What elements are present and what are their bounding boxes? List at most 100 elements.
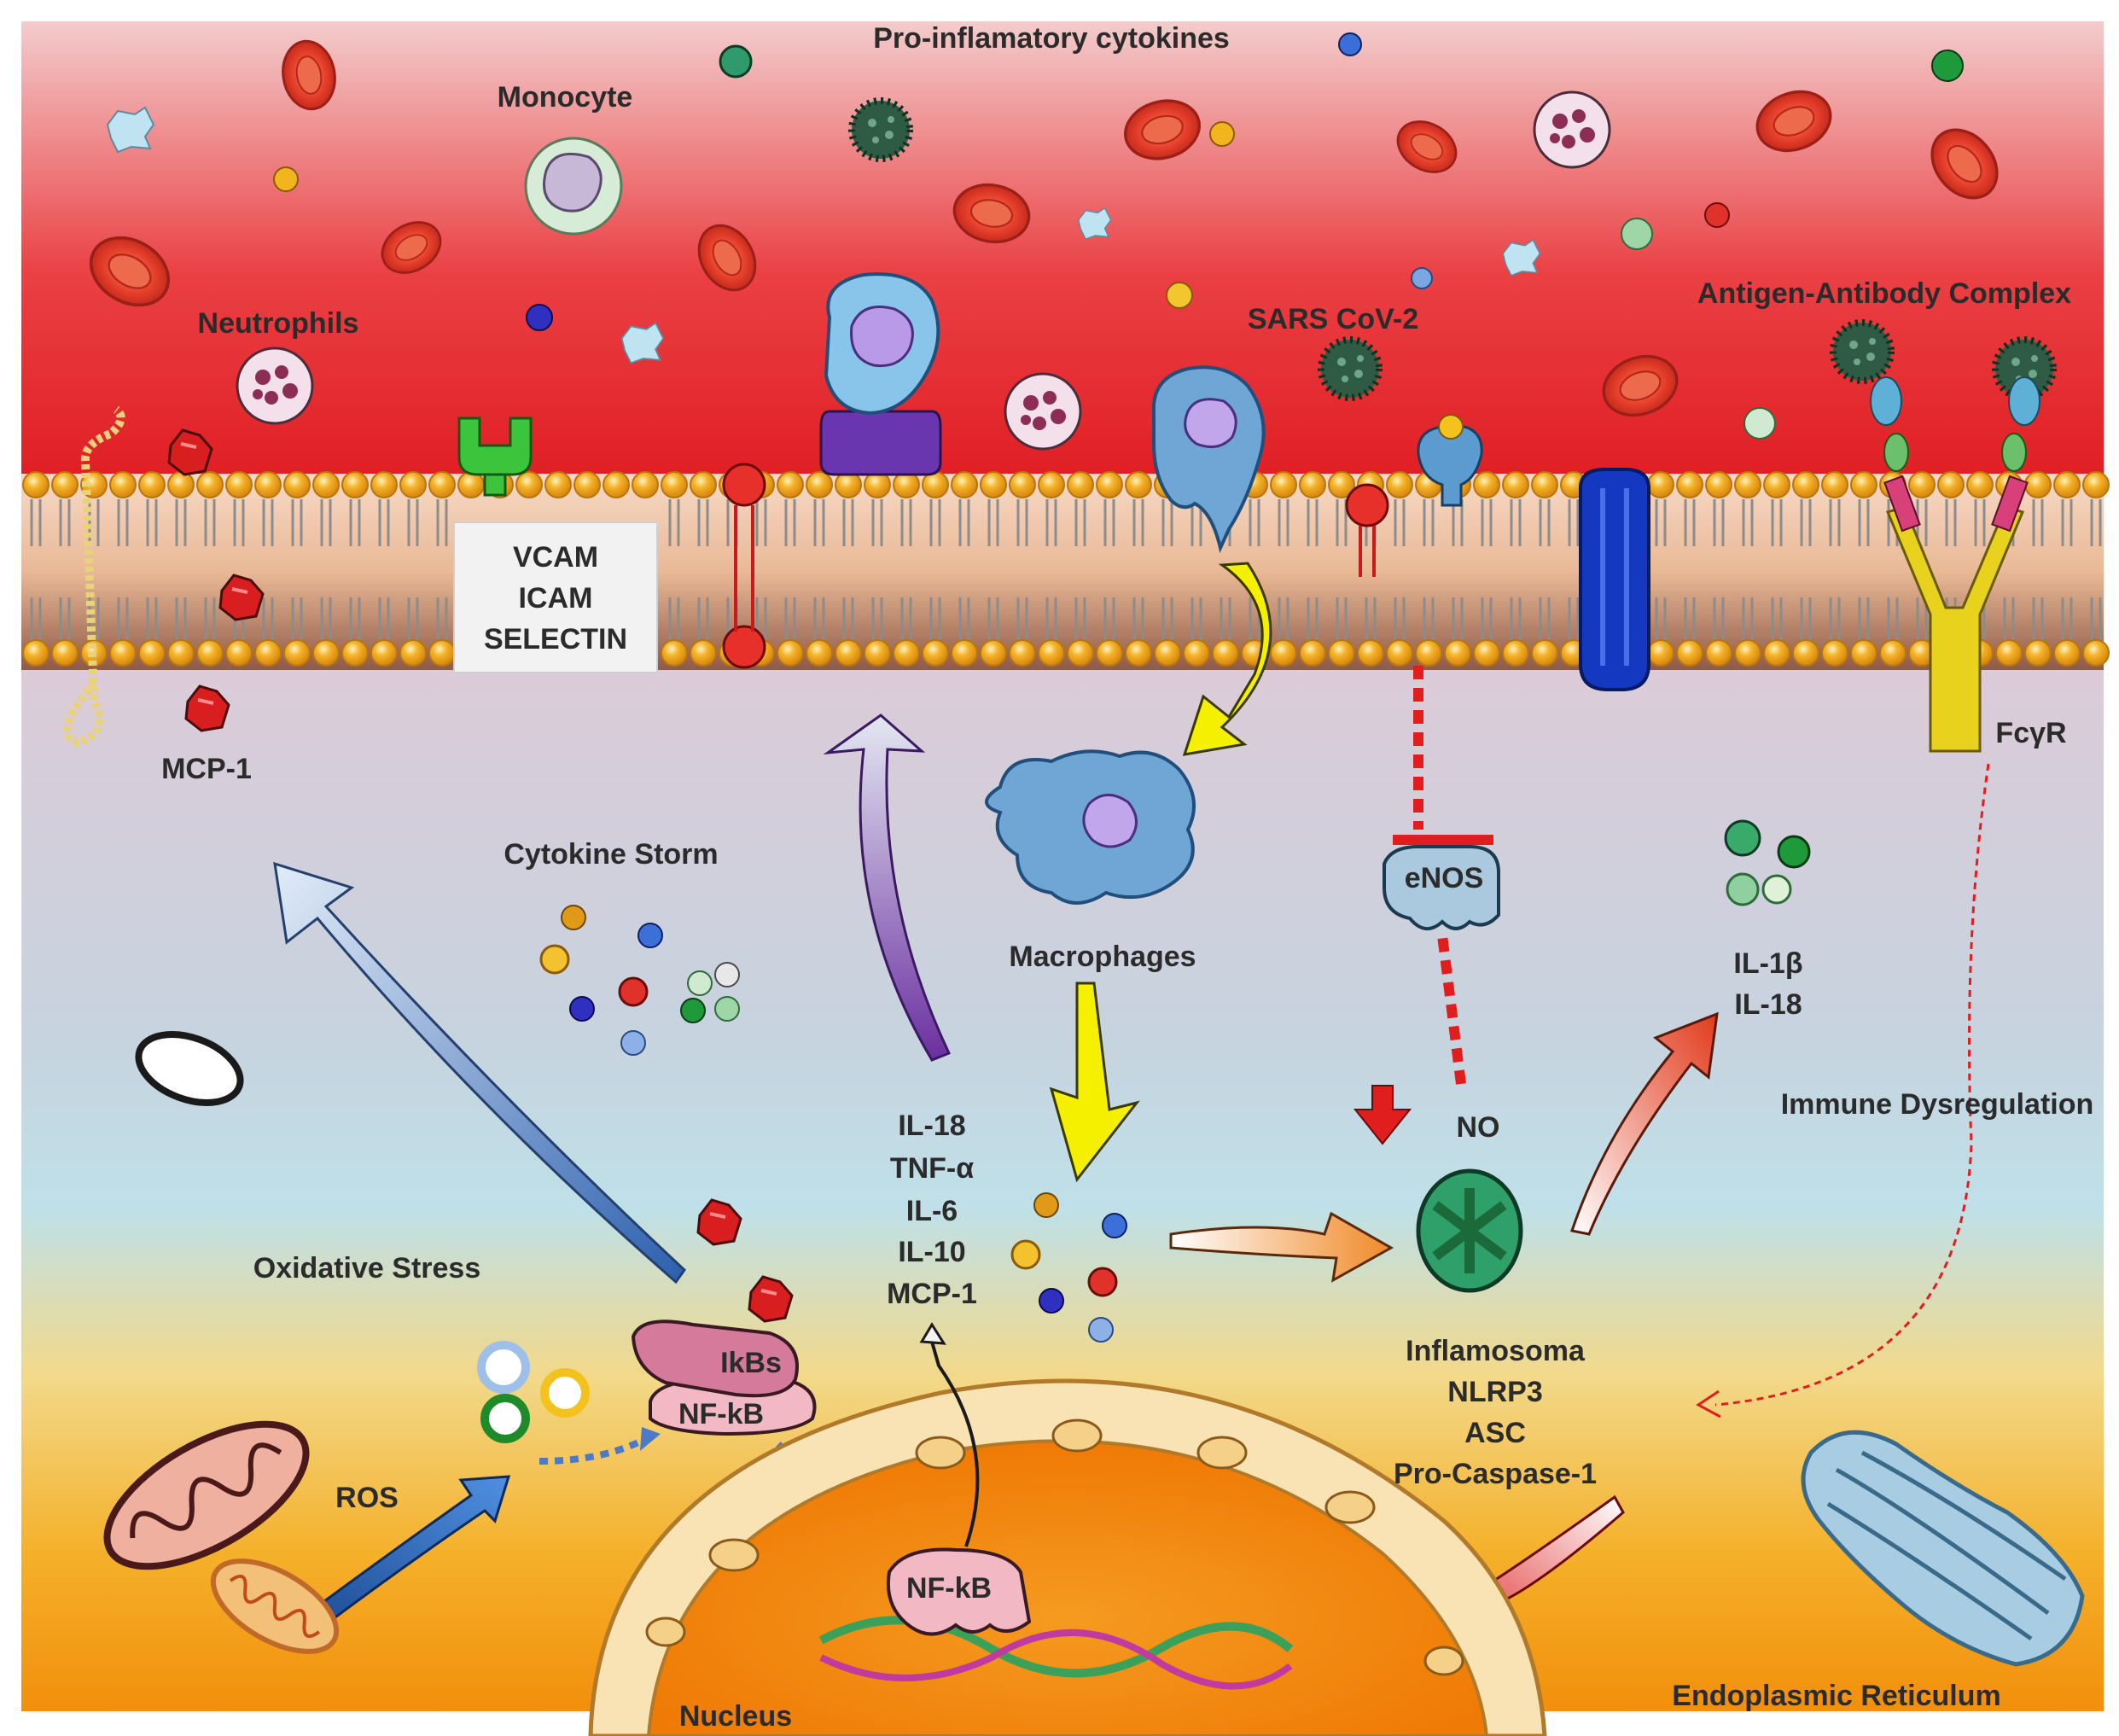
lipid-tail	[175, 499, 187, 642]
arrowhead-nucleus	[919, 1322, 946, 1345]
lipid-head-inner	[1038, 639, 1065, 667]
er-label: Endoplasmic Reticulum	[1672, 1680, 2000, 1712]
lipid-tail	[813, 499, 825, 642]
cytokine-storm-cluster	[539, 905, 740, 1056]
adhesion-molecules-box: VCAM ICAM SELECTIN	[453, 521, 658, 673]
lipid-head-outer	[1009, 471, 1036, 498]
lipid-head-inner	[1183, 639, 1210, 667]
lipid-head-inner	[1125, 639, 1152, 667]
lipid-head-inner	[138, 639, 166, 667]
lipid-head-outer	[1821, 471, 1848, 498]
lipid-head-outer	[951, 471, 978, 498]
lipid-tail	[900, 499, 912, 642]
lipid-head-inner	[109, 639, 137, 667]
lipid-tail	[2061, 499, 2073, 642]
lipid-head-outer	[777, 471, 804, 498]
lipid-head-inner	[196, 639, 224, 667]
arrow-ros	[315, 1475, 511, 1624]
lipid-head-inner	[2053, 639, 2081, 667]
immune-dysregulation-label: Immune Dysregulation	[1781, 1088, 2094, 1121]
selectin-label: SELECTIN	[484, 623, 627, 655]
arrow-nucleus-to-cytokines	[930, 1341, 980, 1547]
vcam-label: VCAM	[513, 541, 598, 574]
lipid-head-outer	[167, 471, 195, 498]
lipid-head-inner	[1096, 639, 1123, 667]
lipid-tail	[291, 499, 303, 642]
lipid-tail	[1249, 499, 1260, 642]
lipid-head-inner	[1386, 639, 1413, 667]
lipid-tail	[1713, 499, 1725, 642]
lipid-tail	[1161, 499, 1173, 642]
lipid-head-outer	[573, 471, 601, 498]
lipid-tail	[929, 499, 941, 642]
pro-inflammatory-label: Pro-inflamatory cytokines	[873, 22, 1230, 55]
lipid-head-outer	[632, 471, 659, 498]
lipid-head-inner	[341, 639, 369, 667]
lipid-head-outer	[399, 471, 427, 498]
lipid-tail	[378, 499, 390, 642]
lipid-tail	[146, 499, 158, 642]
lipid-tail	[784, 499, 796, 642]
oxidative-stress-label: Oxidative Stress	[253, 1252, 480, 1285]
lipid-head-inner	[1879, 639, 1907, 667]
endoplasmic-reticulum	[1801, 1430, 2085, 1667]
glycocalyx-strand	[62, 405, 125, 748]
lipid-head-inner	[661, 639, 688, 667]
lipid-head-outer	[1705, 471, 1732, 498]
lipid-tail	[1278, 499, 1289, 642]
lipid-tail	[2090, 499, 2102, 642]
lipid-head-inner	[283, 639, 311, 667]
lipid-head-outer	[661, 471, 688, 498]
lipid-head-outer	[515, 471, 543, 498]
lipid-head-outer	[806, 471, 833, 498]
lipid-head-outer	[1676, 471, 1703, 498]
lipid-head-outer	[2024, 471, 2052, 498]
il18-label: IL-18	[898, 1110, 965, 1142]
asc-label: ASC	[1464, 1417, 1526, 1449]
green-receptor	[457, 417, 533, 497]
lipid-head-inner	[1792, 639, 1819, 667]
dna-strand-2	[819, 1629, 1293, 1690]
lipid-head-outer	[2053, 471, 2081, 498]
lipid-head-outer	[1270, 471, 1297, 498]
nucleus-label: Nucleus	[679, 1700, 792, 1733]
lipid-tail	[1742, 499, 1754, 642]
lipid-head-outer	[1473, 471, 1500, 498]
il18-right-label: IL-18	[1734, 988, 1802, 1021]
lipid-tail	[1103, 499, 1115, 642]
lipid-tail	[320, 499, 332, 642]
lipid-head-inner	[777, 639, 804, 667]
lipid-tail	[407, 499, 419, 642]
lipid-head-inner	[1473, 639, 1500, 667]
lipid-tail	[668, 499, 680, 642]
nlrp3-label: NLRP3	[1447, 1376, 1542, 1408]
nfkb-cyto-label: NF-kB	[678, 1398, 764, 1430]
mitochondria	[103, 1420, 340, 1654]
lipid-head-outer	[1125, 471, 1152, 498]
lipid-head-inner	[399, 639, 427, 667]
lipid-head-outer	[1067, 471, 1094, 498]
lipid-head-outer	[1734, 471, 1761, 498]
lipid-head-inner	[1821, 639, 1848, 667]
leukocyte-adhesion	[819, 272, 942, 476]
lipid-head-outer	[1792, 471, 1819, 498]
lipid-tail	[1423, 499, 1435, 642]
lipid-head-inner	[1531, 639, 1558, 667]
lipid-head-outer	[1966, 471, 1994, 498]
lipid-tail	[1771, 499, 1783, 642]
text-labels: Pro-inflamatory cytokines Monocyte Neutr…	[161, 22, 2093, 1733]
lipid-head-inner	[690, 639, 717, 667]
lipid-head-inner	[1734, 639, 1761, 667]
lipid-tail	[987, 499, 999, 642]
lipid-head-outer	[1299, 471, 1326, 498]
nfkb-nucleus-label: NF-kB	[906, 1572, 992, 1605]
lipid-head-inner	[951, 639, 978, 667]
arrow-inflammasome-to-il1b	[1570, 1011, 1719, 1236]
lipid-head-inner	[922, 639, 949, 667]
lipid-head-inner	[1415, 639, 1442, 667]
il6-label: IL-6	[906, 1195, 958, 1227]
lipid-head-inner	[1067, 639, 1094, 667]
lipid-head-inner	[22, 639, 49, 667]
lipid-tail	[842, 499, 854, 642]
arrow-cytokines-to-membrane	[823, 714, 952, 1062]
